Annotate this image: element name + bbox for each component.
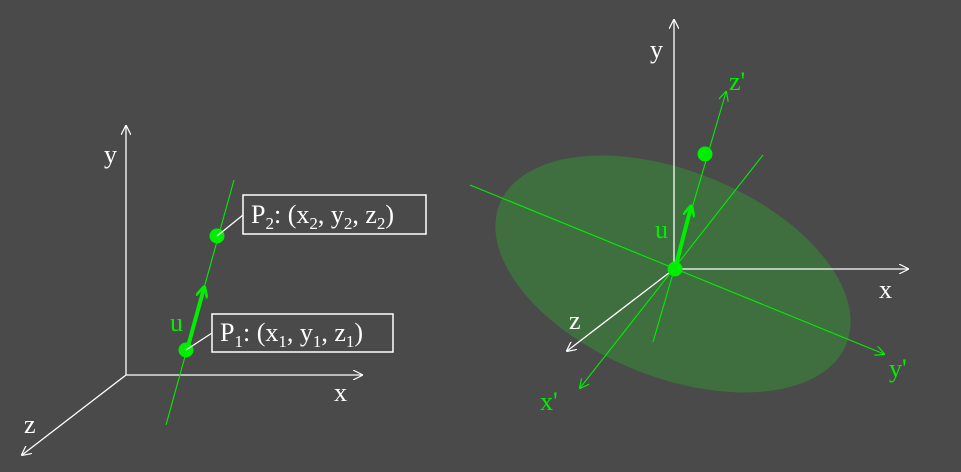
p2-name: P bbox=[251, 200, 265, 229]
p1-x-sub: 1 bbox=[278, 332, 287, 351]
p1-coord-open: : (x bbox=[243, 318, 278, 347]
p2-label-box bbox=[242, 194, 427, 235]
right-vector-u bbox=[673, 207, 691, 270]
rotated-z-axis-label: z' bbox=[729, 67, 745, 96]
rotated-y-axis-label: y' bbox=[889, 354, 907, 383]
p1-label-box bbox=[211, 313, 394, 353]
right-diagram: y x z z' y' x' u bbox=[469, 20, 908, 416]
left-z-axis-label: z bbox=[24, 410, 36, 439]
left-vector-u-label: u bbox=[170, 308, 183, 337]
p2-coord-open: : (x bbox=[274, 200, 309, 229]
right-vector-u-label: u bbox=[655, 215, 668, 244]
right-z-axis bbox=[567, 268, 675, 351]
left-x-axis-label: x bbox=[334, 378, 347, 407]
p2-label: P2: (x2, y2, z2) bbox=[251, 200, 394, 233]
left-vector-u bbox=[185, 288, 204, 351]
p2-name-sub: 2 bbox=[265, 214, 274, 233]
p1-leader-line bbox=[185, 332, 213, 351]
p2-z-sub: 2 bbox=[377, 214, 386, 233]
right-x-axis-label: x bbox=[879, 275, 892, 304]
p1-coord-y: , y bbox=[287, 318, 313, 347]
p1-coord-close: ) bbox=[354, 318, 363, 347]
p1-z-sub: 1 bbox=[346, 332, 355, 351]
p2-coord-y: , y bbox=[318, 200, 344, 229]
left-diagram: y x z u P1: (x1, y1, z1) P2: (x2, y2, z2… bbox=[22, 126, 427, 455]
left-y-axis-label: y bbox=[104, 140, 117, 169]
left-z-axis bbox=[22, 374, 127, 455]
p2-y-sub: 2 bbox=[344, 214, 353, 233]
p1-name: P bbox=[220, 318, 234, 347]
right-point-on-z-prime bbox=[697, 146, 713, 162]
rotated-x-axis-label: x' bbox=[540, 387, 558, 416]
p2-x-sub: 2 bbox=[309, 214, 318, 233]
p1-y-sub: 1 bbox=[313, 332, 322, 351]
p2-coord-close: ) bbox=[385, 200, 394, 229]
p1-name-sub: 1 bbox=[234, 332, 243, 351]
p2-coord-z: , z bbox=[352, 200, 377, 229]
p1-label: P1: (x1, y1, z1) bbox=[220, 318, 363, 351]
p1-coord-z: , z bbox=[321, 318, 346, 347]
right-z-axis-label: z bbox=[569, 306, 581, 335]
right-origin-point bbox=[667, 261, 683, 277]
p2-leader-line bbox=[216, 214, 244, 237]
right-y-axis-label: y bbox=[650, 35, 663, 64]
